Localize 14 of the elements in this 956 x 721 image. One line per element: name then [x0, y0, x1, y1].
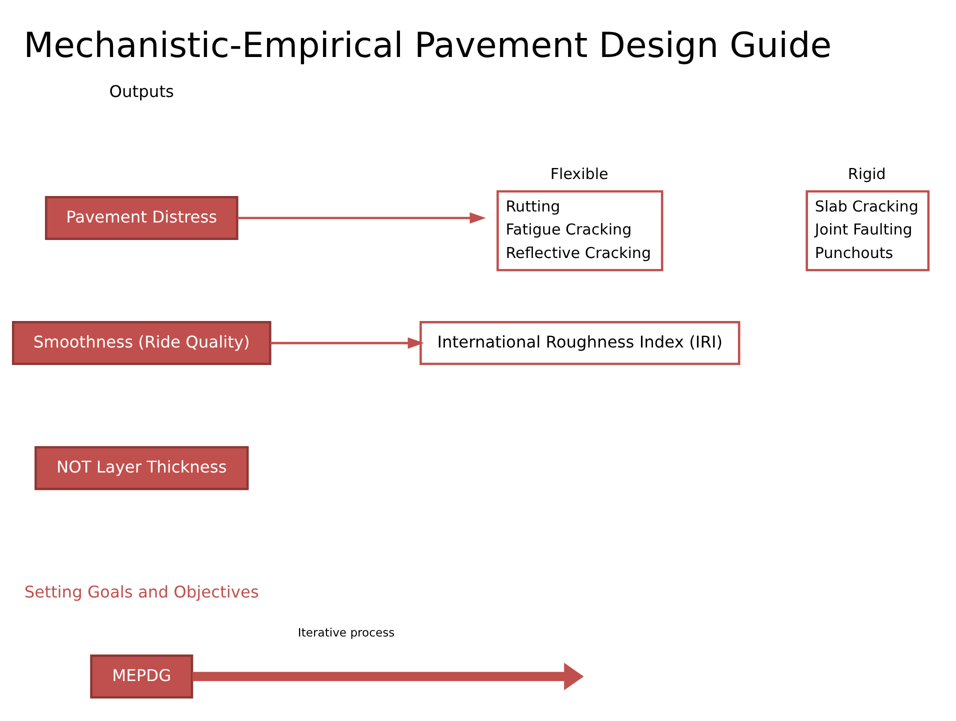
node-box: International Roughness Index (IRI)	[420, 320, 740, 365]
node-box: Smoothness (Ride Quality)	[12, 320, 272, 365]
node-label: Flexible	[550, 164, 608, 183]
edge-label: Iterative process	[298, 625, 395, 640]
node-label: Rigid	[848, 164, 886, 183]
arrow	[237, 212, 486, 224]
diagram-title: Mechanistic-Empirical Pavement Design Guide	[24, 26, 832, 66]
node-box: MEPDG	[90, 654, 194, 698]
arrow	[192, 662, 584, 690]
label: Outputs	[109, 82, 174, 101]
arrow	[270, 336, 424, 348]
node-box: Pavement Distress	[44, 196, 238, 240]
label: Setting Goals and Objectives	[24, 582, 259, 601]
node-box: NOT Layer Thickness	[34, 446, 249, 490]
